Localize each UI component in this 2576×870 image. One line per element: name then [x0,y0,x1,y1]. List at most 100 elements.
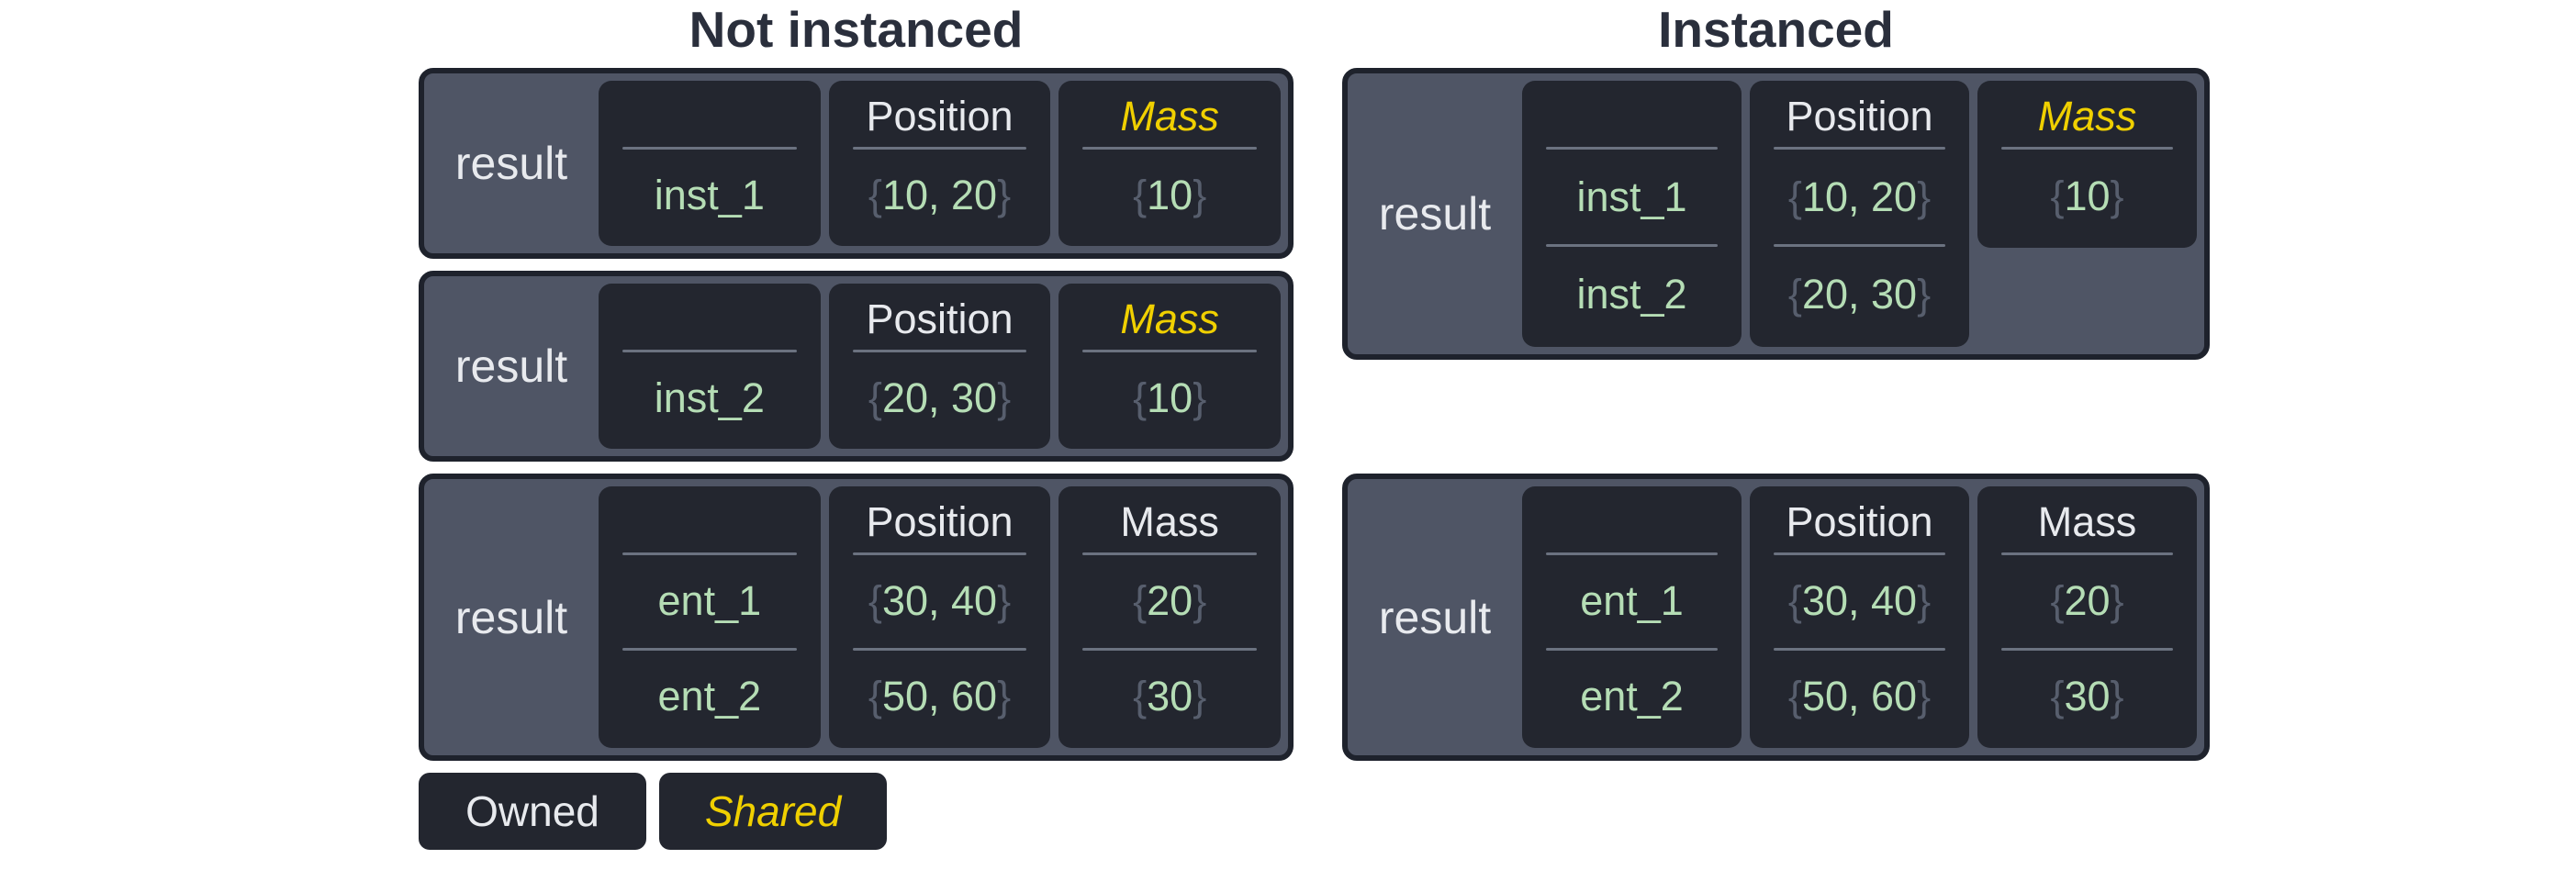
brace-open: { [1133,672,1148,719]
mass-column-header: Mass [1120,498,1219,545]
divider [1546,552,1718,555]
brace-open: { [1787,672,1802,719]
value-numbers: 10, 20 [881,171,998,218]
position-value: {20, 30} [849,352,1031,443]
position-column: Position {30, 40} {50, 60} [828,486,1051,748]
value-numbers: 30 [1147,672,1193,719]
legend-owned: Owned [419,773,646,850]
brace-open: { [1133,171,1148,218]
brace-open: { [868,374,882,421]
mass-column-header: Mass [1120,296,1219,342]
position-value: {50, 60} [849,651,1031,743]
divider [1774,244,1945,247]
result-box-not-instanced-2: result inst_2 Position {20, 30} Mass {10… [419,271,1294,462]
mass-value: {30} [1079,651,1260,743]
value-numbers: 50, 60 [1801,672,1918,719]
mass-column-header: Mass [1120,93,1219,139]
position-value: {50, 60} [1770,651,1949,743]
cell-group: ent_1 ent_2 Position {30, 40} {50, 60} M… [599,486,1282,748]
divider [1546,147,1718,150]
result-label: result [454,340,568,392]
mass-value: {10} [1079,352,1260,443]
divider [1546,647,1718,651]
divider [2001,552,2173,555]
brace-open: { [2050,172,2065,219]
position-column-header: Position [866,498,1014,545]
mass-value: {20} [1079,555,1260,648]
entity-column: inst_1 [599,81,821,246]
brace-close: } [1193,672,1207,719]
brace-open: { [1787,270,1802,318]
mass-column: Mass {20} {30} [1977,486,2197,748]
entity-id: ent_2 [1580,672,1684,719]
brace-open: { [2050,672,2065,719]
brace-open: { [868,577,882,625]
entity-column-header [1542,492,1721,552]
value-numbers: 10 [1147,374,1193,421]
entity-id: ent_2 [657,672,762,719]
cell-group: inst_1 Position {10, 20} Mass {10} [599,81,1282,246]
entity-id: inst_1 [1576,173,1687,220]
brace-open: { [1133,374,1148,421]
position-value: {30, 40} [849,555,1031,648]
brace-open: { [868,672,882,719]
position-value: {10, 20} [849,150,1031,240]
divider [1774,552,1945,555]
value-numbers: 30 [2064,672,2111,719]
title-not-instanced: Not instanced [689,1,1024,58]
mass-value: {10} [1079,150,1260,240]
divider [622,350,797,352]
divider [1082,147,1258,150]
value-numbers: 20 [2064,577,2111,625]
mass-column: Mass {10} [1058,284,1282,449]
mass-value: {30} [1998,651,2177,743]
position-column: Position {10, 20} [828,81,1051,246]
divider [1774,647,1945,651]
brace-close: } [1917,173,1932,220]
value-numbers: 50, 60 [881,672,998,719]
mass-column-header: Mass [2037,93,2137,139]
position-value: {20, 30} [1770,247,1949,341]
divider [852,350,1027,352]
position-value: {10, 20} [1770,150,1949,244]
brace-close: } [997,672,1012,719]
brace-open: { [1787,577,1802,625]
result-label: result [1378,591,1492,643]
entity-column: ent_1 ent_2 [1522,486,1742,748]
position-column: Position {30, 40} {50, 60} [1750,486,1969,748]
brace-close: } [1917,672,1932,719]
divider [2001,647,2173,651]
brace-open: { [2050,577,2065,625]
cell-group: inst_1 inst_2 Position {10, 20} {20, 30}… [1522,81,2197,347]
entity-column-header [1542,86,1721,147]
divider [1082,350,1258,352]
result-label: result [454,591,568,643]
entity-column-header [619,492,801,552]
result-box-instanced-2: result ent_1 ent_2 Position {30, 40} {50… [1342,474,2210,761]
divider [622,552,797,555]
divider [1082,552,1258,555]
mass-column-header: Mass [2037,498,2137,545]
brace-close: } [1193,577,1207,625]
result-box-not-instanced-3: result ent_1 ent_2 Position {30, 40} {50… [419,474,1294,761]
brace-close: } [997,171,1012,218]
entity-column-header [619,86,801,147]
position-column: Position {10, 20} {20, 30} [1750,81,1969,347]
divider [1774,147,1945,150]
mass-column: Mass {20} {30} [1058,486,1282,748]
result-label: result [454,138,568,189]
cell-group: ent_1 ent_2 Position {30, 40} {50, 60} M… [1522,486,2197,748]
title-instanced: Instanced [1658,1,1894,58]
brace-close: } [2110,577,2124,625]
position-column: Position {20, 30} [828,284,1051,449]
position-column-header: Position [1786,498,1933,545]
entity-column: ent_1 ent_2 [599,486,821,748]
divider [852,147,1027,150]
brace-close: } [1917,577,1932,625]
entity-id: inst_1 [654,171,765,218]
mass-column-shared-single: Mass {10} [1977,81,2197,248]
divider [852,552,1027,555]
divider [1546,244,1718,247]
value-numbers: 20, 30 [881,374,998,421]
divider [852,647,1027,651]
